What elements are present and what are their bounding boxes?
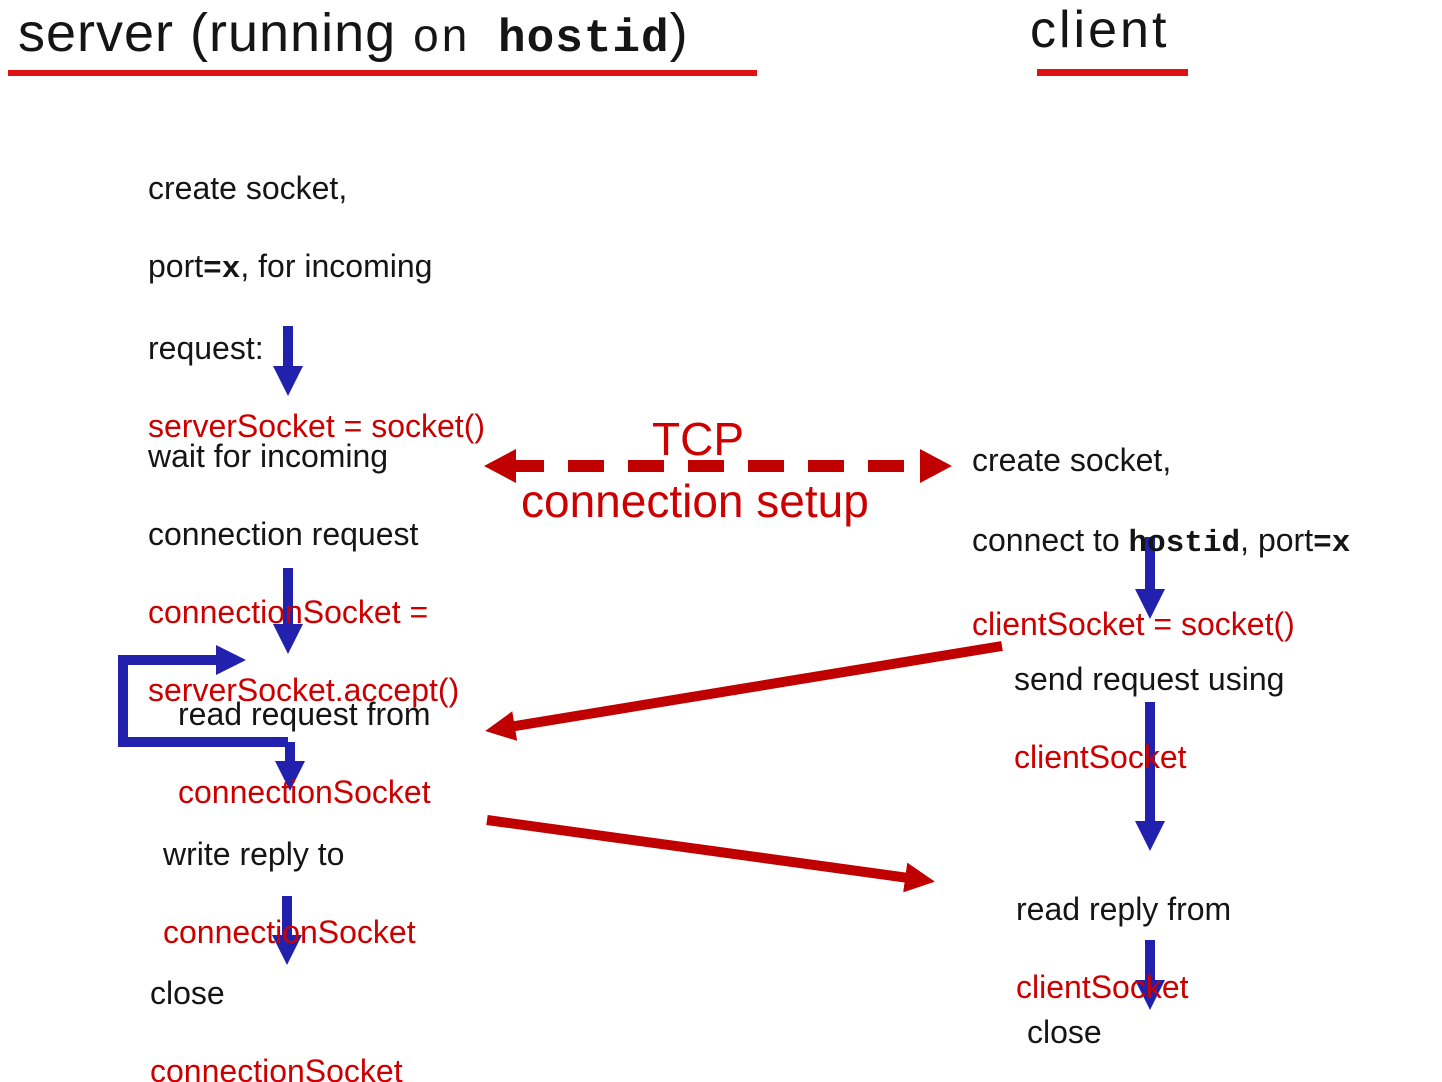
server-step-read-request: read request from connectionSocket <box>178 657 431 849</box>
server-step2-code1: connectionSocket = <box>148 594 429 630</box>
server-step1-line3: request: <box>148 330 264 366</box>
server-title-underline <box>8 70 757 76</box>
server-step5-code: connectionSocket <box>150 1053 403 1082</box>
tcp-label-line1: TCP <box>652 413 744 465</box>
server-title-paren: ) <box>669 3 689 63</box>
client-step2-line1: send request using <box>1014 661 1285 697</box>
server-step2-line1: wait for incoming <box>148 438 389 474</box>
client-step-read-reply: read reply from clientSocket <box>1016 852 1231 1044</box>
server-step5-line1: close <box>150 975 225 1011</box>
server-title-on: on <box>412 13 498 65</box>
port-x-code: =x <box>203 252 241 287</box>
server-step4-line1: write reply to <box>163 836 345 872</box>
server-step3-line1: read request from <box>178 696 431 732</box>
server-step3-code: connectionSocket <box>178 774 431 810</box>
server-step-wait-connection: wait for incoming connection request con… <box>148 399 459 747</box>
client-step1-line2: connect to hostid, port=x <box>972 522 1351 561</box>
server-step-close: close connectionSocket <box>150 936 403 1082</box>
client-title: client <box>1030 1 1170 59</box>
server-step-write-reply: write reply to connectionSocket <box>163 797 416 989</box>
server-step-create-socket: create socket, port=x, for incoming requ… <box>148 131 485 483</box>
server-step2-line2: connection request <box>148 516 419 552</box>
client-title-underline <box>1037 69 1188 76</box>
server-step1-line1: create socket, <box>148 170 348 206</box>
tcp-setup-left-arrowhead <box>484 449 516 483</box>
request-message-arrow <box>485 641 1003 741</box>
tcp-setup-right-arrowhead <box>920 449 952 483</box>
client-step2-code: clientSocket <box>1014 739 1187 775</box>
reply-message-arrow <box>486 815 935 893</box>
client-step1-code: clientSocket = socket() <box>972 606 1295 642</box>
server-step4-code: connectionSocket <box>163 914 416 950</box>
hostid-code: hostid <box>1128 526 1241 561</box>
client-step-close: close clientSocket <box>1027 974 1200 1082</box>
client-step-send-request: send request using clientSocket <box>1014 622 1284 814</box>
server-title-text: server (running <box>18 3 413 63</box>
client-step3-code: clientSocket <box>1016 969 1189 1005</box>
server-step2-code2: serverSocket.accept() <box>148 672 460 708</box>
client-step1-line1: create socket, <box>972 442 1172 478</box>
tcp-label-line2: connection setup <box>521 475 869 527</box>
client-step-create-socket: create socket, connect to hostid, port=x… <box>972 402 1350 682</box>
server-step1-line2: port=x, for incoming <box>148 248 433 287</box>
server-step1-code: serverSocket = socket() <box>148 408 485 444</box>
server-read-loop-arrow <box>118 645 288 747</box>
client-step3-line1: read reply from <box>1016 891 1232 927</box>
port-x-code-client: =x <box>1313 526 1351 561</box>
client-step4-line1: close <box>1027 1014 1102 1050</box>
server-title-hostid: hostid <box>498 13 670 65</box>
server-title: server (running on hostid) <box>18 2 689 65</box>
